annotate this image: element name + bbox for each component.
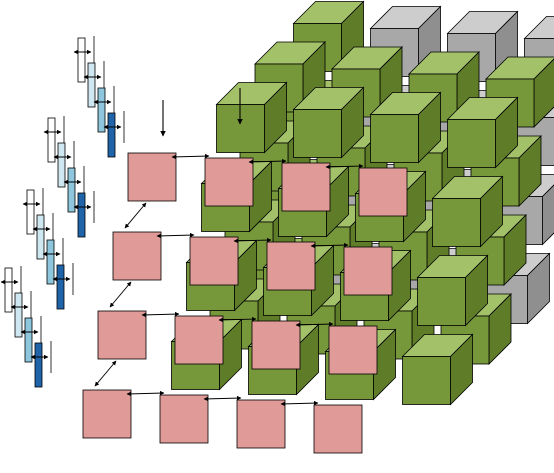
cube-front-face <box>370 114 419 163</box>
pink-tile <box>204 157 254 207</box>
pink-tile <box>358 167 408 217</box>
bar <box>87 62 96 108</box>
vertical-arrow <box>94 360 117 387</box>
pink-tile <box>343 246 393 296</box>
bar <box>107 112 116 158</box>
bar <box>56 264 65 310</box>
green-cube <box>292 86 365 159</box>
bar <box>36 214 45 260</box>
cube-front-face <box>432 198 481 247</box>
pink-tile <box>313 404 363 454</box>
pink-tile <box>251 320 301 370</box>
bar <box>24 317 33 363</box>
vertical-arrow <box>124 202 147 229</box>
cube-front-face <box>293 109 342 158</box>
bar <box>77 37 86 83</box>
bar <box>97 87 106 133</box>
neighbor-arrow <box>295 321 334 328</box>
pink-tile <box>328 325 378 375</box>
bar-stack <box>0 266 52 388</box>
bar <box>26 189 35 235</box>
pink-tile <box>266 241 316 291</box>
neighbor-arrow <box>233 237 272 244</box>
bar-stacks <box>0 36 125 388</box>
pink-tile <box>112 231 162 281</box>
connection-arrows <box>94 88 364 407</box>
bar <box>67 167 76 213</box>
bar <box>46 239 55 285</box>
green-cube <box>416 254 489 327</box>
cube-front-face <box>417 277 466 326</box>
pink-tile <box>97 310 147 360</box>
green-cube <box>369 91 442 164</box>
neighbor-arrow <box>126 390 165 397</box>
neighbor-arrow <box>156 232 195 239</box>
neighbor-arrow <box>248 158 287 165</box>
green-cube <box>446 96 519 169</box>
pink-tile <box>127 152 177 202</box>
neighbor-arrow <box>171 153 210 160</box>
cube-front-face <box>447 119 496 168</box>
bar <box>47 117 56 163</box>
neighbor-arrow <box>325 163 364 170</box>
neighbor-arrow <box>141 311 180 318</box>
pink-tile <box>82 389 132 439</box>
bar <box>57 142 66 188</box>
green-cube <box>485 56 554 128</box>
bar <box>34 342 43 388</box>
cube-front-face <box>402 356 451 405</box>
pink-tile <box>189 236 239 286</box>
pink-tile <box>174 315 224 365</box>
neighbor-arrow <box>310 242 349 249</box>
pink-front-layer <box>82 152 408 454</box>
pink-tile <box>281 162 331 212</box>
neighbor-arrow <box>280 400 319 407</box>
bar <box>14 292 23 338</box>
bar-stack <box>22 188 74 310</box>
vertical-arrow <box>109 281 132 308</box>
bar <box>77 192 86 238</box>
bar-stack <box>73 36 125 158</box>
green-cube <box>431 175 504 248</box>
bar <box>4 267 13 313</box>
pink-tile <box>159 394 209 444</box>
pink-tile <box>236 399 286 449</box>
green-cube-layers <box>170 0 554 406</box>
bar-stack <box>43 116 95 238</box>
cube-top-face <box>523 16 554 39</box>
neighbor-arrow <box>203 395 242 402</box>
green-cube <box>401 333 474 406</box>
neighbor-arrow <box>218 316 257 323</box>
